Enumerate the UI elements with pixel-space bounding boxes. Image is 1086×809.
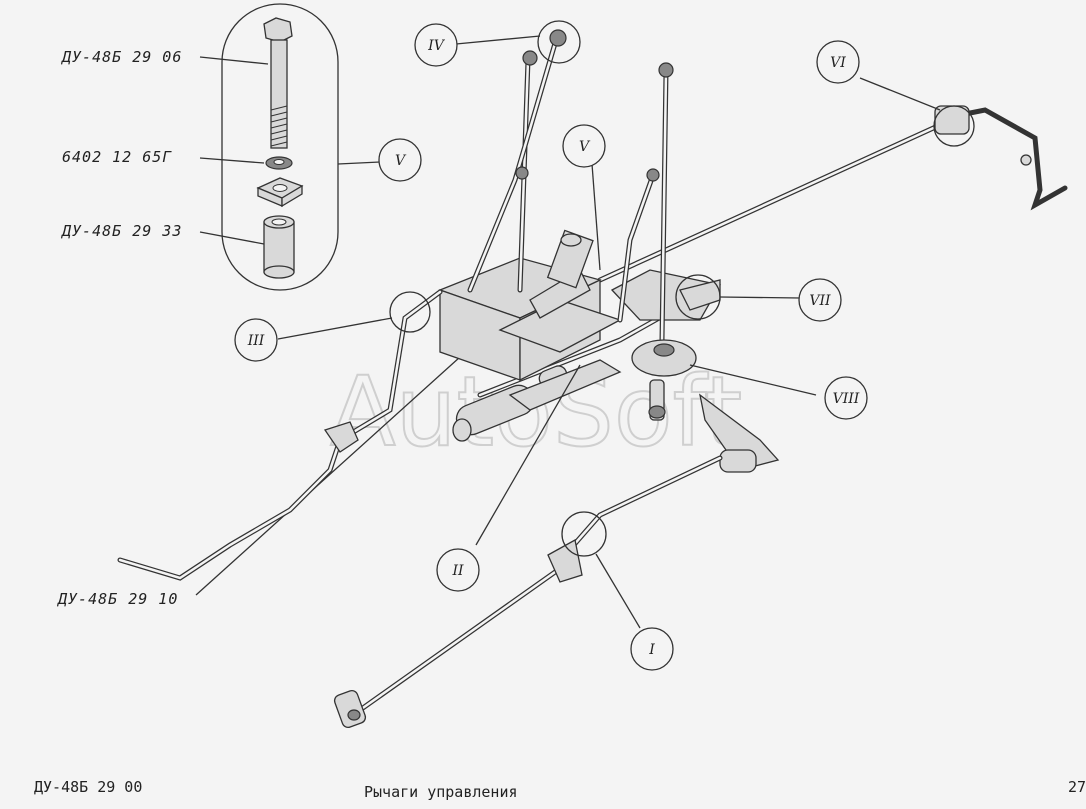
label-bolt: ДУ-48Б 29 06 bbox=[60, 48, 182, 66]
svg-text:II: II bbox=[451, 563, 464, 579]
callout-v-detail: V bbox=[562, 124, 606, 168]
detail-view-group bbox=[221, 3, 339, 291]
detail-capsule-outline bbox=[221, 3, 339, 291]
callout-ii: II bbox=[436, 548, 480, 592]
svg-text:V: V bbox=[579, 139, 591, 155]
callout-vii: VII bbox=[798, 278, 842, 322]
svg-text:IV: IV bbox=[427, 38, 446, 54]
svg-text:III: III bbox=[247, 333, 265, 349]
svg-text:V: V bbox=[395, 153, 407, 169]
footer-doc-code: ДУ-48Б 29 00 bbox=[34, 778, 142, 796]
sleeve-drawing bbox=[263, 215, 295, 279]
svg-text:I: I bbox=[648, 642, 655, 658]
svg-text:VIII: VIII bbox=[833, 391, 860, 407]
label-sleeve: ДУ-48Б 29 33 bbox=[60, 222, 182, 240]
square-nut-drawing bbox=[256, 177, 304, 208]
svg-text:VI: VI bbox=[830, 55, 846, 71]
svg-text:VII: VII bbox=[809, 293, 831, 309]
callout-iii: III bbox=[234, 318, 278, 362]
bolt-drawing bbox=[263, 17, 293, 149]
callout-v-view: V bbox=[378, 138, 422, 182]
callout-i: I bbox=[630, 627, 674, 671]
label-rod: ДУ-48Б 29 10 bbox=[56, 590, 178, 608]
callout-viii: VIII bbox=[824, 376, 868, 420]
footer-page-number: 27 bbox=[1068, 778, 1086, 796]
main-assembly bbox=[117, 29, 1068, 729]
callout-iv: IV bbox=[414, 23, 458, 67]
label-washer: 6402 12 65Г bbox=[62, 148, 172, 166]
callout-vi: VI bbox=[816, 40, 860, 84]
footer-title: Рычаги управления bbox=[364, 783, 518, 801]
